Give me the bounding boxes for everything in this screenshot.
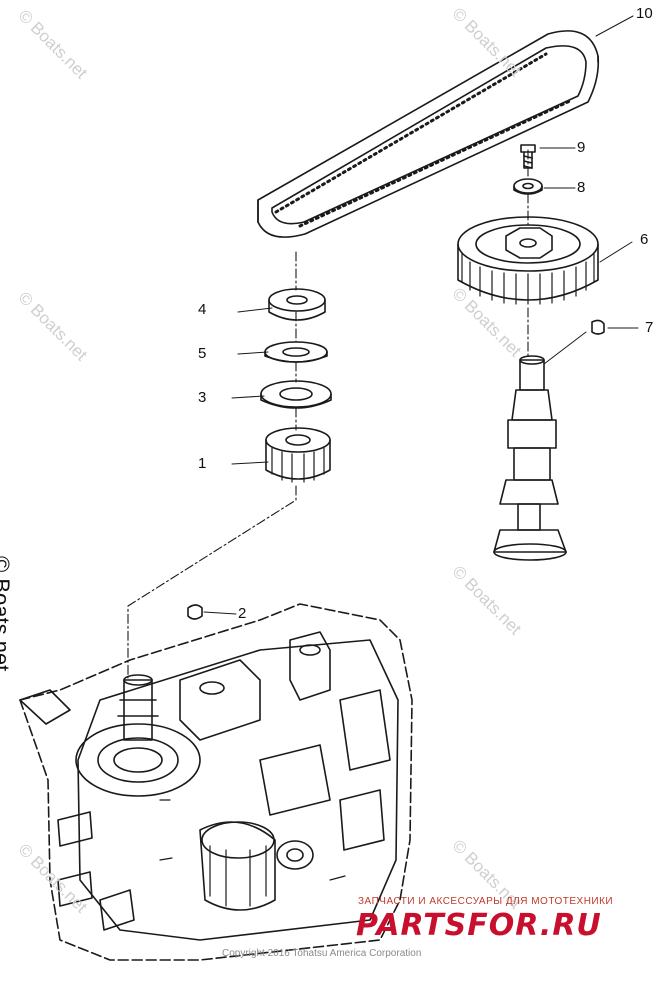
watermark-main: © Boats.net	[0, 556, 14, 672]
camshaft	[493, 355, 567, 561]
engine-block	[19, 603, 413, 961]
callout-2: 2	[238, 605, 247, 622]
promo-text: ЗАПЧАСТИ И АКСЕССУАРЫ ДЛЯ МОТОТЕХНИКИ	[358, 896, 614, 907]
crank-key[interactable]	[187, 604, 203, 620]
leader-lines	[203, 15, 639, 615]
brand-logo-text[interactable]: PARTSFOR.RU	[356, 908, 602, 943]
callout-10: 10	[636, 5, 653, 22]
callout-4: 4	[198, 301, 207, 318]
assembly-lines	[127, 149, 529, 679]
copyright-text: Copyright 2016 Tohatsu America Corporati…	[222, 948, 422, 959]
pulley-plate[interactable]	[260, 380, 332, 409]
callout-8: 8	[577, 179, 586, 196]
woodruff-key[interactable]	[591, 319, 605, 335]
callout-1: 1	[198, 455, 207, 472]
lock-washer[interactable]	[264, 341, 328, 363]
callout-3: 3	[198, 389, 207, 406]
crankshaft-pulley[interactable]	[265, 427, 331, 483]
callout-7: 7	[645, 319, 654, 336]
callout-9: 9	[577, 139, 586, 156]
camshaft-pulley[interactable]	[457, 216, 599, 305]
washer[interactable]	[513, 178, 543, 195]
callout-5: 5	[198, 345, 207, 362]
crankshaft-nut[interactable]	[268, 288, 326, 321]
timing-belt[interactable]	[257, 30, 600, 238]
callout-6: 6	[640, 231, 649, 248]
